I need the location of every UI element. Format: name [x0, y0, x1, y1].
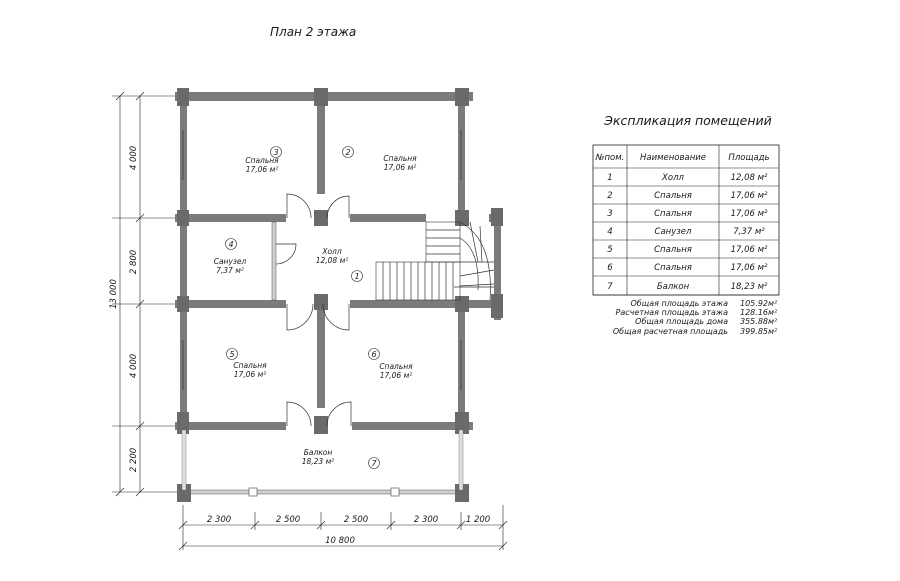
- table-row-5-area: 17,06 м²: [731, 245, 768, 255]
- calc-floor-area-value: 128.16м²: [740, 308, 778, 317]
- room-7-area: 18,23 м²: [302, 457, 335, 466]
- table-row-6-no: 6: [607, 263, 613, 273]
- room-4-area: 7,37 м²: [216, 266, 244, 275]
- room-7-name: Балкон: [304, 448, 333, 457]
- room-7-number: 7: [371, 459, 377, 468]
- total-floor-area-value: 105.92м²: [740, 299, 778, 308]
- walls: [175, 88, 503, 502]
- room-1-name: Холл: [321, 247, 342, 256]
- dim-h-1: 2 300: [207, 515, 231, 525]
- explication-title: Экспликация помещений: [603, 113, 772, 128]
- vertical-dimensions: 4 000 2 800 4 000 2 200 13 000: [109, 91, 185, 497]
- dim-v-1: 4 000: [129, 146, 139, 170]
- dim-h-total: 10 800: [325, 536, 355, 546]
- table-row-1-area: 12,08 м²: [731, 173, 768, 183]
- dim-h-3: 2 500: [344, 515, 368, 525]
- col-header-no: №пом.: [595, 153, 625, 163]
- table-row-4-area: 7,37 м²: [733, 227, 765, 237]
- table-row-3-no: 3: [607, 209, 612, 219]
- table-row-7-area: 18,23 м²: [731, 282, 768, 292]
- total-calc-area-value: 399.85м²: [740, 327, 778, 336]
- page-title: План 2 этажа: [270, 25, 356, 39]
- room-5-area: 17,06 м²: [234, 370, 267, 379]
- explication: Экспликация помещений №пом. Наименование…: [592, 113, 780, 336]
- room-labels: 3 Спальня 17,06 м² 2 Спальня 17,06 м² 4 …: [214, 146, 417, 469]
- calc-floor-area-label: Расчетная площадь этажа: [616, 308, 729, 317]
- table-row-6-area: 17,06 м²: [731, 263, 768, 273]
- doors: [275, 193, 352, 427]
- dim-v-3: 4 000: [129, 354, 139, 378]
- table-row-1-no: 1: [607, 173, 612, 183]
- room-2-area: 17,06 м²: [384, 163, 417, 172]
- dim-v-total: 13 000: [109, 279, 119, 309]
- total-calc-area-label: Общая расчетная площадь: [613, 327, 728, 336]
- room-6-name: Спальня: [379, 362, 413, 371]
- room-2-number: 2: [345, 148, 350, 157]
- room-4-name: Санузел: [214, 257, 247, 266]
- total-floor-area-label: Общая площадь этажа: [630, 299, 728, 308]
- dim-h-4: 2 300: [414, 515, 438, 525]
- room-3-number: 3: [273, 148, 278, 157]
- room-6-area: 17,06 м²: [380, 371, 413, 380]
- table-row-1-name: Холл: [661, 173, 684, 183]
- room-5-number: 5: [229, 350, 234, 359]
- room-1-number: 1: [354, 272, 359, 281]
- table-row-5-name: Спальня: [654, 245, 692, 255]
- table-row-7-name: Балкон: [657, 282, 690, 292]
- table-row-4-name: Санузел: [655, 227, 692, 237]
- table-row-5-no: 5: [607, 245, 612, 255]
- room-2-name: Спальня: [383, 154, 417, 163]
- col-header-name: Наименование: [640, 153, 706, 163]
- room-5-name: Спальня: [233, 361, 267, 370]
- room-4-number: 4: [228, 240, 233, 249]
- dim-h-2: 2 500: [276, 515, 300, 525]
- total-house-area-label: Общая площадь дома: [635, 317, 728, 326]
- horizontal-dimensions: 2 300 2 500 2 500 2 300 1 200 10 800: [178, 505, 508, 551]
- dim-h-5: 1 200: [466, 515, 490, 525]
- table-row-2-area: 17,06 м²: [731, 191, 768, 201]
- total-house-area-value: 355.88м²: [740, 317, 778, 326]
- dim-v-2: 2 800: [129, 250, 139, 274]
- table-row-4-no: 4: [607, 227, 612, 237]
- room-6-number: 6: [371, 350, 376, 359]
- staircase: [375, 221, 495, 301]
- table-row-6-name: Спальня: [654, 263, 692, 273]
- table-row-3-name: Спальня: [654, 209, 692, 219]
- table-row-3-area: 17,06 м²: [731, 209, 768, 219]
- room-3-area: 17,06 м²: [246, 165, 279, 174]
- table-row-2-no: 2: [607, 191, 612, 201]
- table-row-7-no: 7: [607, 282, 613, 292]
- room-1-area: 12,08 м²: [316, 256, 349, 265]
- room-3-name: Спальня: [245, 156, 279, 165]
- dim-v-4: 2 200: [129, 448, 139, 472]
- col-header-area: Площадь: [728, 153, 769, 163]
- table-row-2-name: Спальня: [654, 191, 692, 201]
